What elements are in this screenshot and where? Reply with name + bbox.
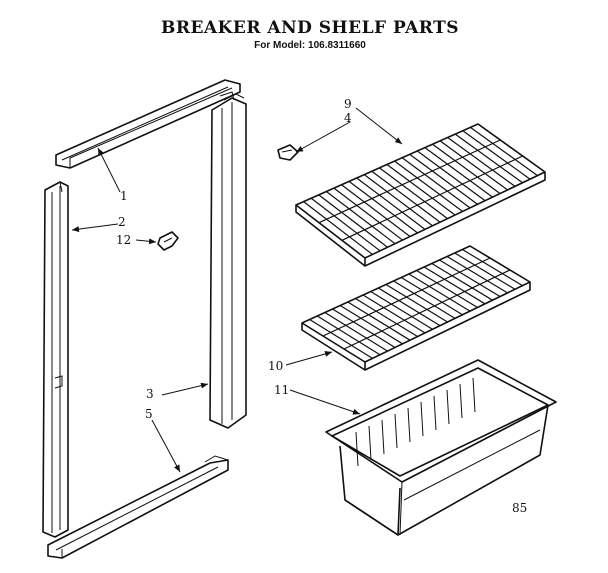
crisper-rib bbox=[381, 419, 385, 455]
crisper-rib bbox=[433, 395, 437, 431]
shelf-crossbar bbox=[363, 174, 433, 227]
right-breaker-strip bbox=[209, 93, 247, 429]
shelf-crossbar bbox=[439, 140, 508, 191]
shelf-crossbar bbox=[394, 160, 463, 212]
shelf-crossbar bbox=[409, 153, 478, 205]
crisper-rib bbox=[446, 389, 450, 425]
callout-3: 3 bbox=[146, 387, 154, 401]
shelf-crossbar bbox=[379, 167, 448, 220]
shelf-crossbar bbox=[348, 180, 418, 234]
crisper-rib bbox=[472, 377, 476, 413]
shelf-crossbar bbox=[439, 259, 501, 298]
shelf-crossbar bbox=[454, 133, 523, 184]
shelf-crossbar bbox=[332, 308, 396, 348]
shelf-crossbar bbox=[462, 130, 531, 180]
shelf-crossbar bbox=[347, 301, 411, 341]
shelf-crossbar bbox=[386, 164, 456, 216]
shelf-crossbar bbox=[423, 266, 486, 305]
crisper-rib bbox=[394, 413, 398, 449]
crisper-rib bbox=[368, 425, 372, 461]
shelf-crossbar bbox=[447, 137, 516, 187]
callout-2: 2 bbox=[118, 215, 126, 229]
shelf-crossbar bbox=[432, 143, 501, 194]
leader-lines bbox=[71, 107, 403, 473]
shelf-crossbar bbox=[324, 311, 388, 352]
shelf-crossbar bbox=[325, 191, 396, 245]
shelf-crossbar bbox=[454, 252, 516, 290]
left-breaker-strip bbox=[42, 181, 69, 538]
shelf-crossbar bbox=[416, 269, 478, 308]
diagram-title: BREAKER AND SHELF PARTS bbox=[160, 18, 460, 38]
crisper-rib bbox=[355, 431, 359, 467]
shelf-crossbar bbox=[408, 273, 471, 312]
shelf-crossbar bbox=[424, 147, 493, 198]
shelf-crossbar bbox=[318, 194, 388, 248]
shelf-support-clip bbox=[277, 144, 299, 161]
model-number: For Model: 106.8311660 bbox=[254, 40, 366, 51]
bottom-breaker-strip bbox=[47, 455, 229, 559]
shelf-crossbar bbox=[303, 201, 373, 255]
upper-wire-shelf bbox=[295, 123, 546, 267]
shelf-crossbar bbox=[400, 276, 463, 316]
callout-11: 11 bbox=[274, 383, 289, 397]
page-code: 85 bbox=[512, 501, 527, 515]
top-breaker-strip bbox=[55, 79, 241, 169]
shelf-crossbar bbox=[431, 262, 493, 301]
shelf-crossbar bbox=[362, 294, 426, 334]
shelf-crossbar bbox=[371, 170, 441, 223]
shelf-crossbar bbox=[462, 248, 523, 287]
shelf-crossbar bbox=[470, 126, 538, 177]
shelf-crossbar bbox=[393, 280, 456, 319]
crisper-pan bbox=[325, 359, 557, 536]
shelf-crossbar bbox=[310, 197, 381, 252]
callout-5: 5 bbox=[145, 407, 153, 421]
clip-part bbox=[157, 231, 179, 251]
shelf-crossbar bbox=[370, 290, 433, 330]
shelf-crossbar bbox=[355, 297, 418, 338]
callout-12: 12 bbox=[116, 233, 131, 247]
shelf-crossbar bbox=[401, 157, 471, 209]
shelf-crossbar bbox=[333, 187, 403, 241]
crisper-rib bbox=[407, 407, 411, 443]
shelf-crossbar bbox=[356, 177, 426, 230]
shelf-crossbar bbox=[378, 287, 441, 327]
shelf-crossbar bbox=[339, 304, 403, 345]
shelf-crossbar bbox=[385, 283, 448, 323]
shelf-crossbar bbox=[446, 255, 508, 294]
crisper-rib bbox=[420, 401, 424, 437]
callout-10: 10 bbox=[268, 359, 283, 373]
callout-1: 1 bbox=[120, 189, 128, 203]
shelf-crossbar bbox=[309, 318, 373, 359]
shelf-crossbar bbox=[341, 184, 411, 237]
crisper-rib bbox=[459, 383, 463, 419]
shelf-crossbar bbox=[316, 315, 381, 356]
callout-4: 4 bbox=[344, 111, 352, 125]
shelf-crossbar bbox=[416, 150, 486, 202]
lower-wire-shelf bbox=[301, 245, 531, 371]
callout-9: 9 bbox=[344, 97, 352, 111]
